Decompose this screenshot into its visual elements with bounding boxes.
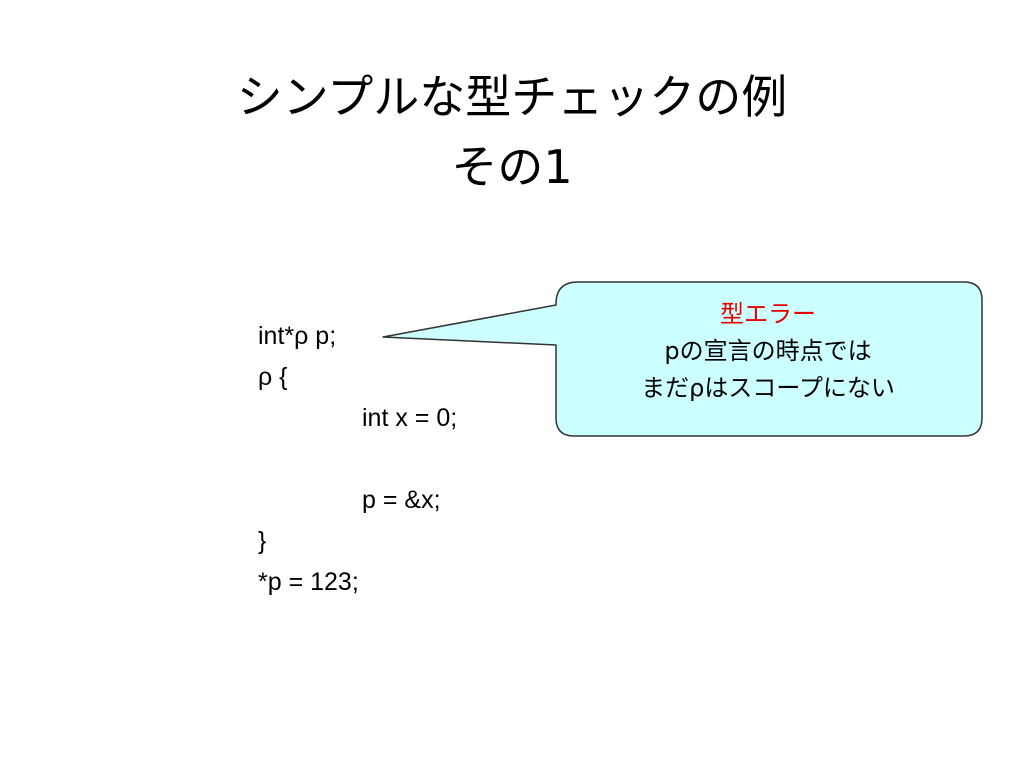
code-line-blank bbox=[258, 439, 457, 480]
slide-title-line-2: その1 bbox=[451, 140, 573, 194]
code-line: *p = 123; bbox=[258, 568, 359, 596]
code-line: ρ { bbox=[258, 363, 288, 391]
code-block: int*ρ p; ρ { int x = 0; p = &x; } *p = 1… bbox=[258, 316, 457, 603]
code-line: } bbox=[258, 527, 267, 555]
code-line: int*ρ p; bbox=[258, 322, 337, 350]
code-line: p = &x; bbox=[362, 486, 441, 514]
callout-line-1: pの宣言の時点では bbox=[664, 337, 872, 365]
callout-text: 型エラー pの宣言の時点では まだρはスコープにない bbox=[556, 296, 980, 407]
slide-title-line-1: シンプルな型チェックの例 bbox=[236, 70, 788, 124]
callout-line-2: まだρはスコープにない bbox=[641, 374, 895, 402]
callout-shape bbox=[382, 281, 983, 437]
code-line: int x = 0; bbox=[362, 404, 458, 432]
callout-heading: 型エラー bbox=[720, 300, 816, 328]
slide-title: シンプルな型チェックの例 その1 bbox=[0, 62, 1024, 202]
